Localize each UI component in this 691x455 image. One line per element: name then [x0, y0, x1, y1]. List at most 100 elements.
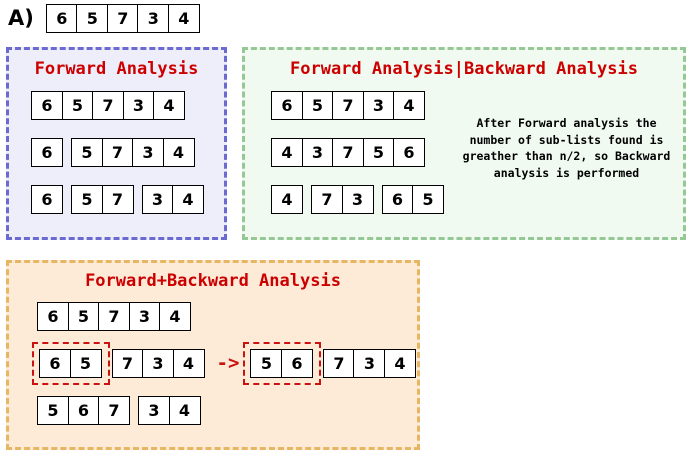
backward-analysis-note: After Forward analysis the number of sub… — [462, 116, 671, 181]
forward-plus-backward-analysis-title: Forward+Backward Analysis — [85, 271, 341, 291]
array-cell: 3 — [301, 138, 334, 167]
array-cell: 3 — [132, 138, 164, 167]
analysis-row: 6 5 7 3 4 — [31, 91, 224, 120]
forward-plus-backward-analysis-panel: Forward+Backward Analysis 6 5 7 3 4 6 5 … — [6, 260, 420, 450]
forward-analysis-rows: 6 5 7 3 4 6 5 7 3 4 6 5 7 — [9, 91, 224, 214]
array-cell: 5 — [71, 185, 103, 214]
array-cell: 3 — [341, 185, 374, 214]
array-cell: 5 — [301, 91, 334, 120]
analysis-row: 6 5 7 3 4 — [271, 91, 444, 120]
array-cell: 7 — [101, 185, 134, 214]
array-cell: 7 — [311, 185, 343, 214]
cell-group: 7 3 — [311, 185, 374, 214]
array-cell: 5 — [250, 349, 283, 378]
cell-group: 6 — [31, 185, 63, 214]
cell-group: 6 5 — [39, 349, 102, 378]
forward-analysis-panel: Forward Analysis 6 5 7 3 4 6 5 7 3 4 — [6, 47, 227, 240]
cell-group: 5 6 7 — [37, 396, 130, 425]
array-cell: 3 — [141, 185, 174, 214]
cell-group: 6 5 7 3 4 — [45, 4, 200, 33]
cell-group: 6 5 7 3 4 — [37, 302, 191, 331]
forward-backward-analysis-title: Forward Analysis|Backward Analysis — [290, 59, 638, 79]
array-cell: 5 — [67, 302, 100, 331]
array-cell: 7 — [92, 91, 124, 120]
cell-group: 5 6 — [250, 349, 313, 378]
analysis-row: 4 7 3 6 5 — [271, 185, 444, 214]
array-cell: 4 — [167, 4, 200, 33]
array-cell: 7 — [98, 302, 130, 331]
array-cell: 6 — [39, 349, 71, 378]
array-cell: 4 — [271, 138, 303, 167]
array-cell: 6 — [381, 185, 414, 214]
forward-backward-rows: 6 5 7 3 4 4 3 7 5 6 4 — [245, 91, 444, 214]
array-cell: 4 — [172, 349, 205, 378]
array-cell: 5 — [412, 185, 444, 214]
array-cell: 4 — [172, 185, 204, 214]
panel-label: A) — [8, 6, 34, 30]
array-cell: 4 — [153, 91, 185, 120]
analysis-row: 6 5 7 3 4 — [31, 185, 224, 214]
array-cell: 7 — [332, 91, 364, 120]
array-cell: 7 — [322, 349, 355, 378]
cell-group: 6 — [31, 138, 63, 167]
array-cell: 3 — [122, 91, 155, 120]
array-cell: 3 — [142, 349, 174, 378]
array-cell: 7 — [98, 396, 130, 425]
header-array: 6 5 7 3 4 — [45, 4, 200, 33]
cell-group: 7 3 4 — [111, 349, 205, 378]
cell-group: 3 4 — [141, 185, 204, 214]
array-cell: 6 — [280, 349, 313, 378]
analysis-row-swap: 6 5 7 3 4 -> 5 6 7 3 4 — [32, 342, 417, 385]
array-cell: 5 — [76, 4, 109, 33]
cell-group: 6 5 7 3 4 — [31, 91, 185, 120]
highlight-box-before: 6 5 — [32, 342, 110, 385]
array-cell: 6 — [37, 302, 69, 331]
array-cell: 4 — [393, 91, 425, 120]
array-cell: 6 — [67, 396, 100, 425]
header-row: A) 6 5 7 3 4 — [8, 4, 200, 33]
cell-group: 7 3 4 — [322, 349, 416, 378]
array-cell: 5 — [71, 138, 103, 167]
array-cell: 6 — [393, 138, 425, 167]
array-cell: 7 — [111, 349, 144, 378]
array-cell: 4 — [271, 185, 303, 214]
cell-group: 6 5 — [381, 185, 444, 214]
cell-group: 5 7 — [71, 185, 134, 214]
analysis-row: 6 5 7 3 4 — [31, 138, 224, 167]
cell-group: 4 3 7 5 6 — [271, 138, 425, 167]
array-cell: 4 — [383, 349, 416, 378]
array-cell: 4 — [162, 138, 195, 167]
forward-backward-analysis-panel: Forward Analysis|Backward Analysis 6 5 7… — [242, 47, 686, 240]
cell-group: 6 5 7 3 4 — [271, 91, 425, 120]
array-cell: 5 — [37, 396, 69, 425]
array-cell: 6 — [31, 138, 63, 167]
array-cell: 6 — [31, 185, 63, 214]
forward-plus-backward-rows: 6 5 7 3 4 6 5 7 3 4 -> 5 — [9, 302, 417, 425]
array-cell: 3 — [137, 4, 170, 33]
array-cell: 5 — [362, 138, 395, 167]
array-cell: 4 — [168, 396, 201, 425]
array-cell: 3 — [353, 349, 386, 378]
cell-group: 4 — [271, 185, 303, 214]
forward-analysis-title: Forward Analysis — [34, 59, 199, 79]
array-cell: 5 — [61, 91, 94, 120]
highlight-box-after: 5 6 — [243, 342, 321, 385]
forward-backward-body: 6 5 7 3 4 4 3 7 5 6 4 — [245, 91, 683, 214]
analysis-row: 5 6 7 3 4 — [37, 396, 417, 425]
cell-group: 5 7 3 4 — [71, 138, 195, 167]
array-cell: 6 — [45, 4, 78, 33]
array-cell: 3 — [128, 302, 161, 331]
array-cell: 4 — [159, 302, 191, 331]
array-cell: 6 — [31, 91, 63, 120]
array-cell: 5 — [69, 349, 102, 378]
cell-group: 3 4 — [138, 396, 201, 425]
array-cell: 3 — [138, 396, 170, 425]
array-cell: 7 — [106, 4, 139, 33]
analysis-row: 6 5 7 3 4 — [37, 302, 417, 331]
analysis-row: 4 3 7 5 6 — [271, 138, 444, 167]
array-cell: 3 — [362, 91, 395, 120]
array-cell: 7 — [101, 138, 134, 167]
swap-arrow-icon: -> — [216, 352, 240, 374]
array-cell: 6 — [271, 91, 303, 120]
array-cell: 7 — [332, 138, 364, 167]
